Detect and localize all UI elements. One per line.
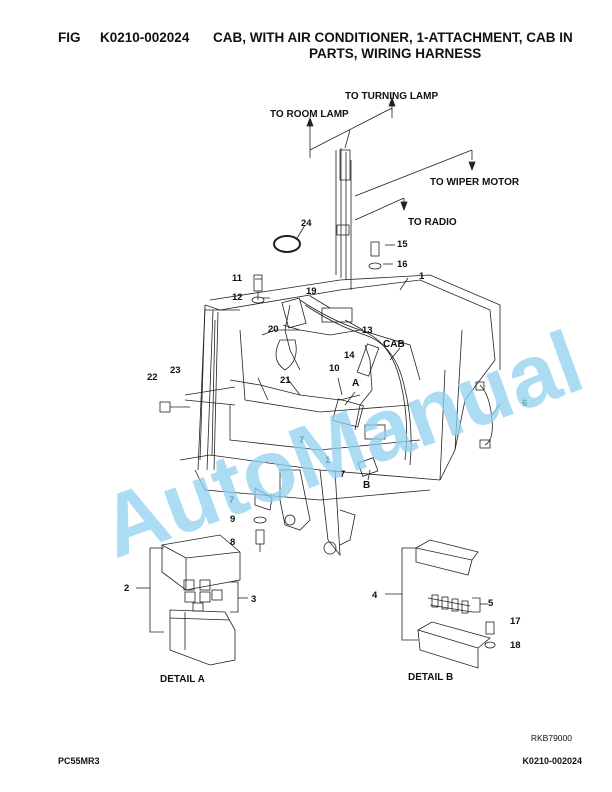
part-number-9: 9 <box>230 514 235 525</box>
part-number-7-b: 7 <box>340 469 345 480</box>
callout-to-radio: TO RADIO <box>408 217 457 228</box>
title-line-2: PARTS, WIRING HARNESS <box>309 46 482 61</box>
callout-view-b: B <box>363 480 370 491</box>
part-number-5: 5 <box>488 598 494 609</box>
part-number-22: 22 <box>147 372 158 383</box>
callout-detail-b: DETAIL B <box>408 672 453 683</box>
title-line-1: CAB, WITH AIR CONDITIONER, 1-ATTACHMENT,… <box>213 30 573 45</box>
diagram-linework <box>136 96 501 669</box>
part-number-4: 4 <box>372 590 378 601</box>
callout-detail-a: DETAIL A <box>160 674 205 685</box>
watermark: AutoManual <box>88 311 595 576</box>
callout-to-wiper-motor: TO WIPER MOTOR <box>430 177 520 188</box>
part-number-12: 12 <box>232 292 243 303</box>
callout-cab: CAB <box>383 339 405 350</box>
callout-view-a: A <box>352 378 359 389</box>
part-number-10: 10 <box>329 363 340 374</box>
part-number-11: 11 <box>232 273 243 284</box>
part-number-21: 21 <box>280 375 291 386</box>
part-number-20: 20 <box>268 324 279 335</box>
part-number-1: 1 <box>419 271 425 282</box>
drawing-reference-code: RKB79000 <box>530 733 572 743</box>
part-number-18: 18 <box>510 640 521 651</box>
part-number-24: 24 <box>301 218 312 229</box>
part-number-1-lower: 1 <box>325 455 331 466</box>
part-number-16: 16 <box>397 259 408 270</box>
fig-label: FIG <box>58 30 81 45</box>
part-number-23: 23 <box>170 365 181 376</box>
footer-model: PC55MR3 <box>58 756 100 766</box>
part-number-6: 6 <box>522 398 527 409</box>
part-number-7-a: 7 <box>299 435 304 446</box>
fig-code: K0210-002024 <box>100 30 190 45</box>
part-number-14: 14 <box>344 350 355 361</box>
part-number-2: 2 <box>124 583 129 594</box>
part-number-3: 3 <box>251 594 256 605</box>
callout-to-turning-lamp: TO TURNING LAMP <box>345 91 438 102</box>
footer-page-code: K0210-002024 <box>522 756 582 766</box>
part-number-13: 13 <box>362 325 373 336</box>
callout-to-room-lamp: TO ROOM LAMP <box>270 109 349 120</box>
part-number-8: 8 <box>230 537 235 548</box>
part-number-15: 15 <box>397 239 408 250</box>
part-number-19: 19 <box>306 286 317 297</box>
part-number-7-c: 7 <box>229 495 234 506</box>
part-number-17: 17 <box>510 616 521 627</box>
